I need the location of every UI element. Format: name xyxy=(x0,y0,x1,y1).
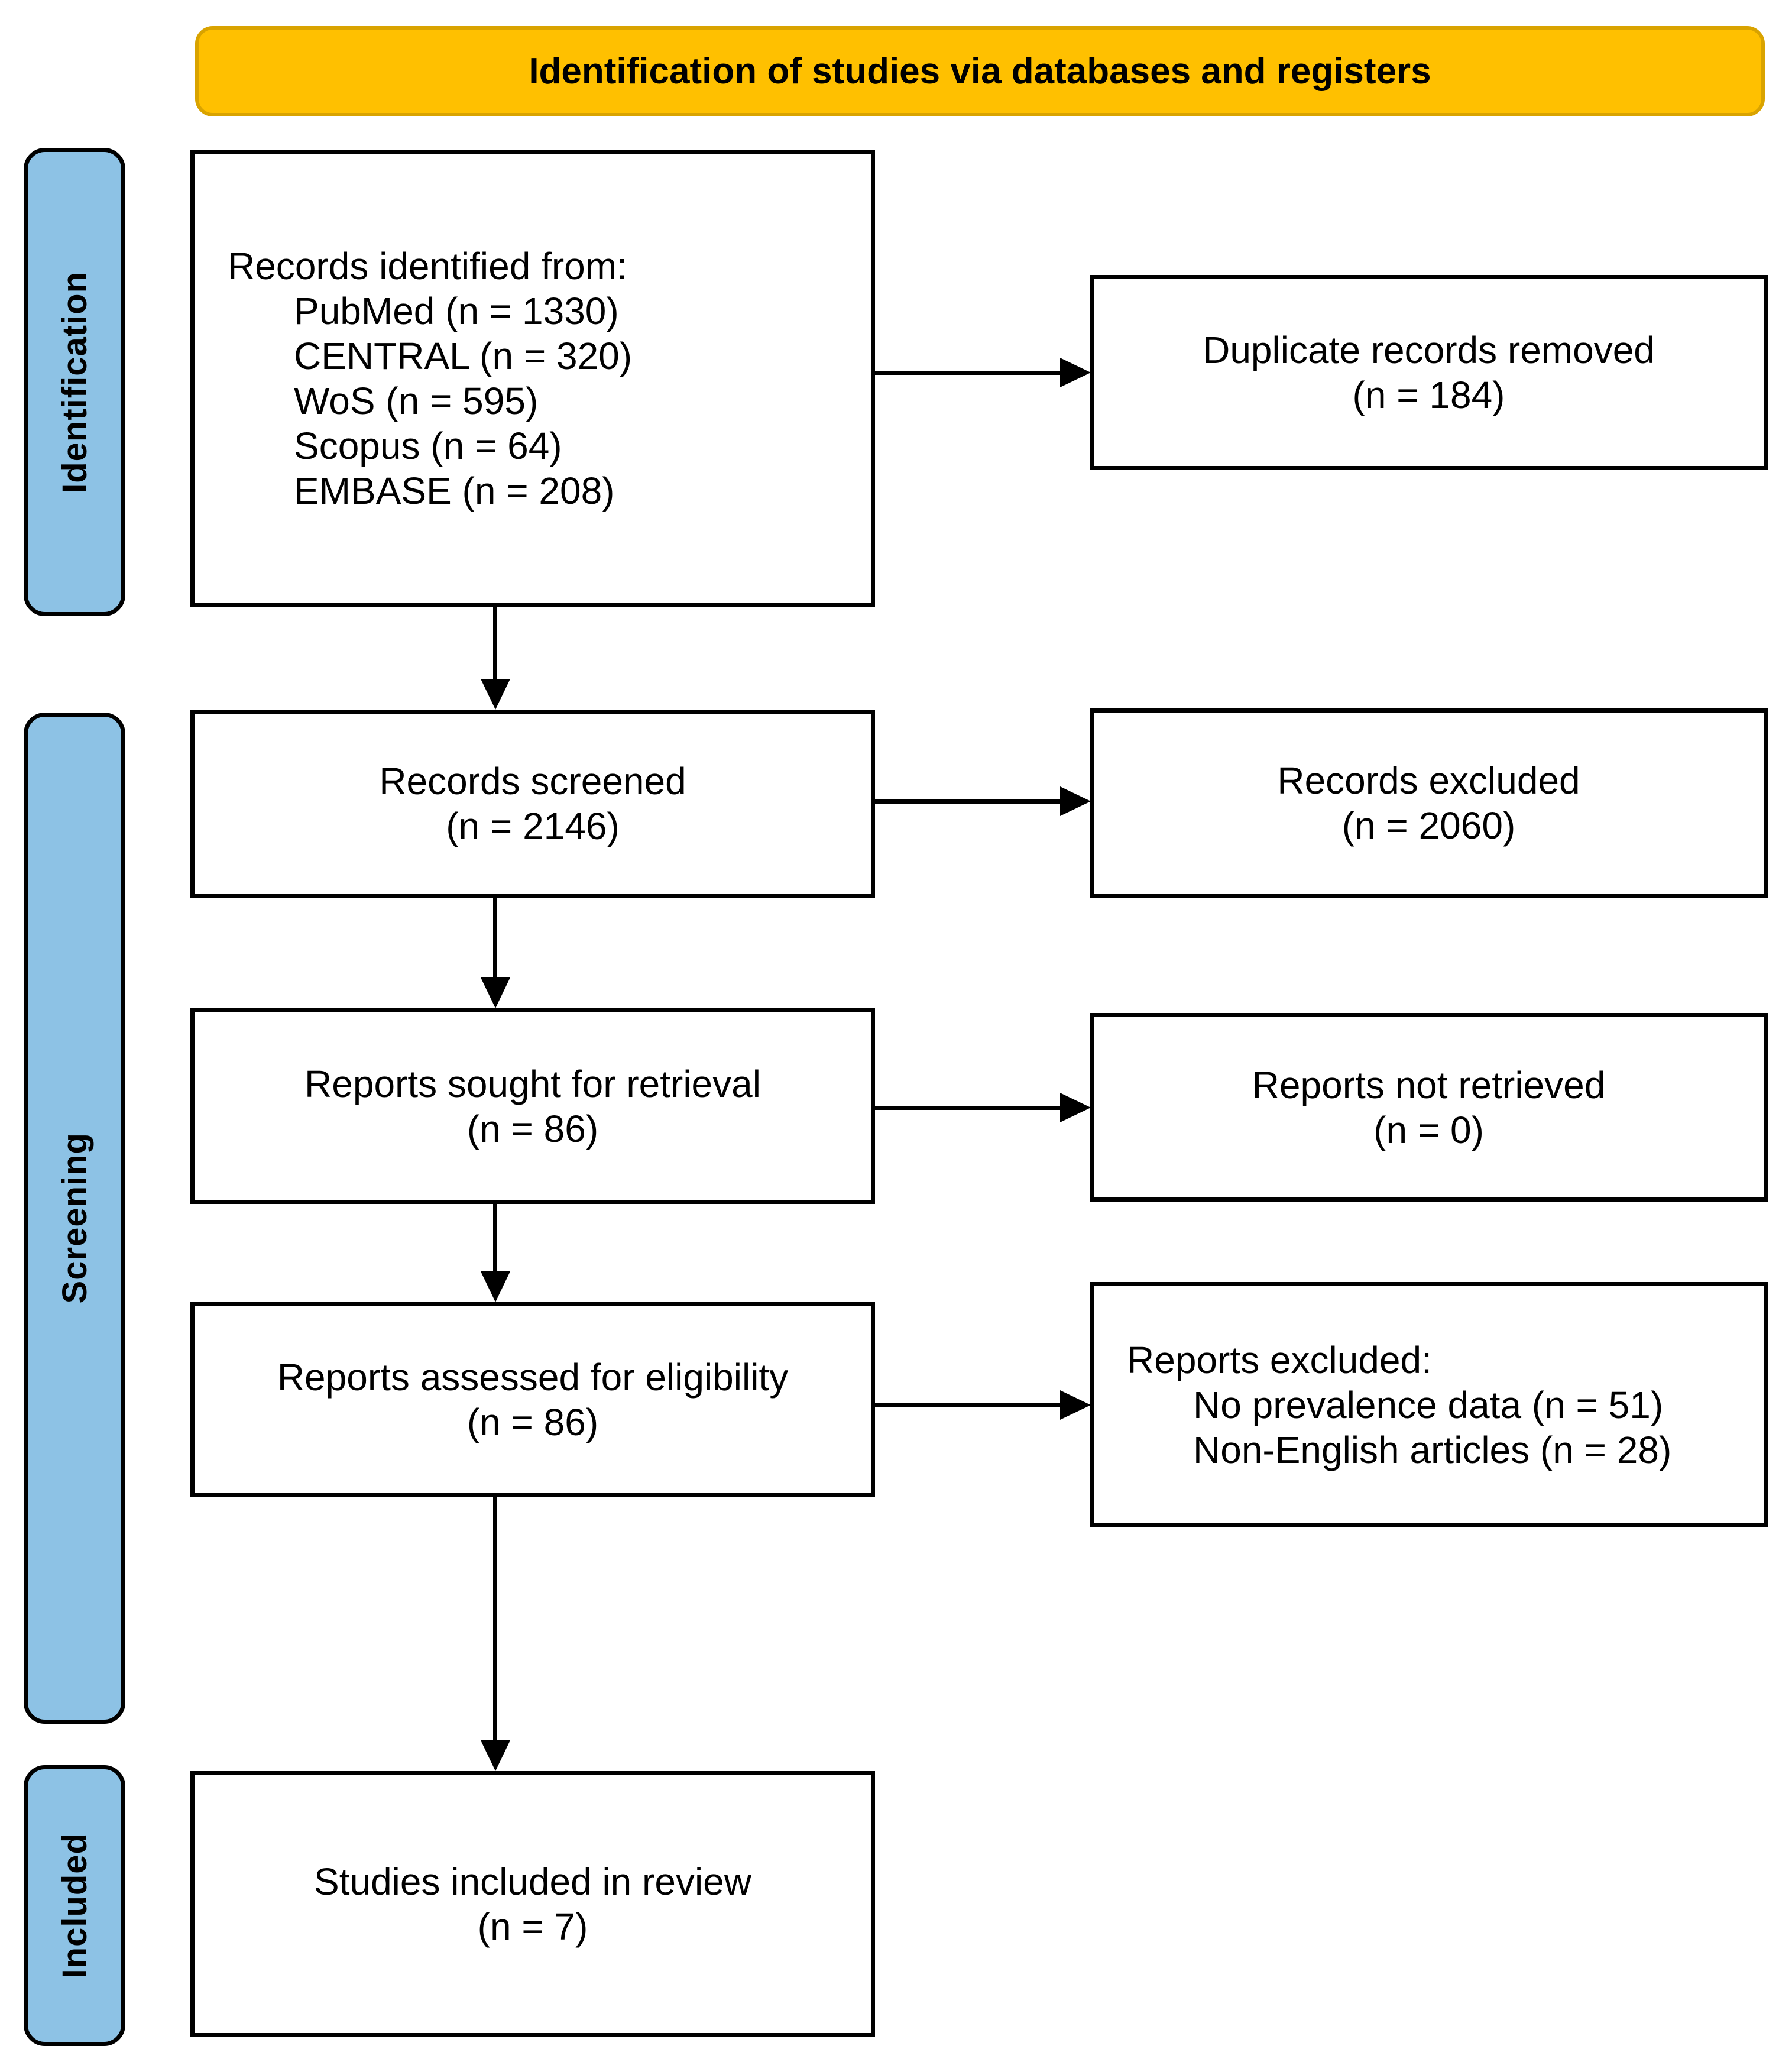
records-identified-item-pubmed: PubMed (n = 1330) xyxy=(294,290,619,332)
arrow-right-1-stem xyxy=(874,371,1063,375)
records-identified-heading: Records identified from: xyxy=(228,245,627,287)
reports-excluded-item-non-english: Non-English articles (n = 28) xyxy=(1193,1428,1672,1471)
reports-not-retrieved-label: Reports not retrieved xyxy=(1252,1063,1606,1106)
records-identified-item-scopus: Scopus (n = 64) xyxy=(294,425,562,467)
arrow-down-2-icon xyxy=(481,977,510,1008)
reports-not-retrieved-count: (n = 0) xyxy=(1373,1108,1484,1151)
records-screened-count: (n = 2146) xyxy=(446,805,620,847)
records-identified-item-embase: EMBASE (n = 208) xyxy=(294,470,615,512)
records-identified-item-wos: WoS (n = 595) xyxy=(294,380,539,422)
box-reports-excluded: Reports excluded: No prevalence data (n … xyxy=(1090,1282,1768,1527)
arrow-right-1-icon xyxy=(1060,358,1091,387)
reports-excluded-item-no-prevalence: No prevalence data (n = 51) xyxy=(1193,1383,1664,1426)
arrow-right-4-stem xyxy=(874,1403,1063,1407)
box-records-excluded: Records excluded (n = 2060) xyxy=(1090,708,1768,898)
box-reports-not-retrieved: Reports not retrieved (n = 0) xyxy=(1090,1013,1768,1202)
records-identified-item-central: CENTRAL (n = 320) xyxy=(294,335,633,377)
stage-label-identification-text: Identification xyxy=(55,271,94,493)
arrow-right-2-icon xyxy=(1060,786,1091,816)
box-studies-included: Studies included in review (n = 7) xyxy=(190,1771,875,2037)
reports-sought-label: Reports sought for retrieval xyxy=(304,1062,761,1105)
records-excluded-label: Records excluded xyxy=(1277,759,1580,802)
stage-label-screening-text: Screening xyxy=(55,1132,94,1304)
records-screened-label: Records screened xyxy=(379,760,686,802)
box-duplicates-removed: Duplicate records removed (n = 184) xyxy=(1090,275,1768,470)
header-banner: Identification of studies via databases … xyxy=(195,26,1765,116)
stage-label-included-text: Included xyxy=(55,1833,94,1979)
arrow-right-3-stem xyxy=(874,1106,1063,1110)
reports-excluded-heading: Reports excluded: xyxy=(1127,1338,1432,1381)
box-reports-assessed: Reports assessed for eligibility (n = 86… xyxy=(190,1302,875,1497)
stage-label-included: Included xyxy=(24,1765,125,2046)
arrow-down-1-icon xyxy=(481,679,510,710)
arrow-down-2-stem xyxy=(493,898,497,981)
box-reports-sought: Reports sought for retrieval (n = 86) xyxy=(190,1008,875,1204)
arrow-right-2-stem xyxy=(874,799,1063,804)
arrow-down-1-stem xyxy=(493,607,497,682)
reports-assessed-count: (n = 86) xyxy=(466,1401,599,1443)
stage-label-screening: Screening xyxy=(24,713,125,1724)
arrow-right-3-icon xyxy=(1060,1093,1091,1122)
header-title: Identification of studies via databases … xyxy=(529,51,1431,92)
arrow-down-3-stem xyxy=(493,1204,497,1275)
duplicates-removed-count: (n = 184) xyxy=(1352,374,1505,416)
arrow-down-3-icon xyxy=(481,1271,510,1302)
duplicates-removed-label: Duplicate records removed xyxy=(1203,329,1655,371)
arrow-down-4-icon xyxy=(481,1740,510,1771)
stage-label-identification: Identification xyxy=(24,148,125,616)
studies-included-label: Studies included in review xyxy=(314,1860,751,1903)
records-excluded-count: (n = 2060) xyxy=(1341,804,1516,847)
arrow-right-4-icon xyxy=(1060,1390,1091,1420)
arrow-down-4-stem xyxy=(493,1497,497,1743)
box-records-screened: Records screened (n = 2146) xyxy=(190,710,875,898)
reports-sought-count: (n = 86) xyxy=(466,1107,599,1150)
studies-included-count: (n = 7) xyxy=(477,1905,588,1948)
reports-assessed-label: Reports assessed for eligibility xyxy=(277,1356,789,1399)
box-records-identified: Records identified from: PubMed (n = 133… xyxy=(190,150,875,607)
